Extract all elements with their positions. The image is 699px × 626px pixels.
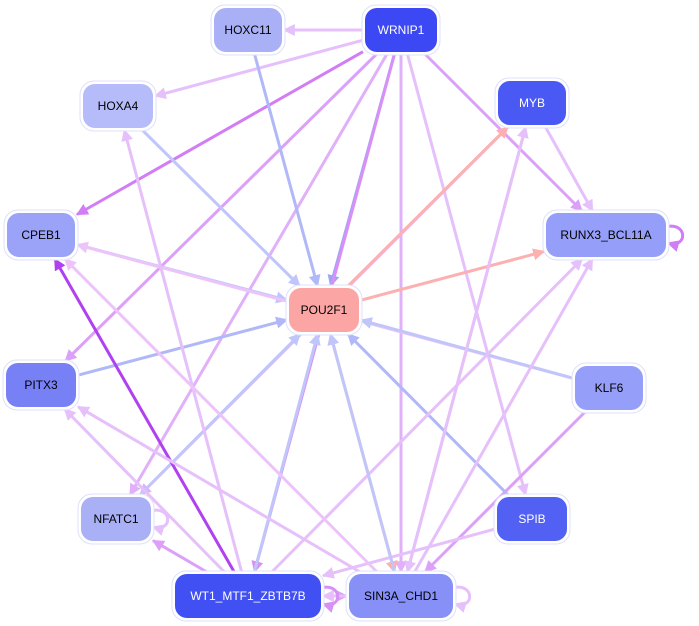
node-wt1-mtf1-zbtb7b[interactable]: WT1_MTF1_ZBTB7B [171,570,325,622]
node-box [81,497,151,541]
node-label: WT1_MTF1_ZBTB7B [190,589,305,603]
edge-sin3a-chd1-to-myb [405,125,529,573]
edge-wt1-mtf1-zbtb7b-to-nfatc1 [151,539,208,574]
node-label: PITX3 [24,378,58,392]
node-pitx3[interactable]: PITX3 [2,359,80,411]
node-box [365,8,437,52]
node-box [498,81,566,125]
node-hoxa4[interactable]: HOXA4 [79,80,157,132]
edge-wrnip1-to-spib [405,53,529,497]
node-pou2f1[interactable]: POU2F1 [285,284,363,336]
edge-nfatc1-to-nfatc1 [149,508,170,536]
node-box [546,213,666,257]
edge-wt1-mtf1-zbtb7b-to-hoxa4 [121,128,244,573]
node-label: SIN3A_CHD1 [364,589,438,603]
edge-sin3a-chd1-to-pou2f1 [327,332,396,573]
node-box [497,497,567,541]
node-box [175,574,321,618]
edge-runx3-bcl11a-to-runx3-bcl11a [664,224,685,252]
node-box [214,8,282,52]
node-label: CPEB1 [21,228,61,242]
node-spib[interactable]: SPIB [493,493,571,545]
node-cpeb1[interactable]: CPEB1 [3,209,79,261]
edge-sin3a-chd1-to-sin3a-chd1 [451,585,472,613]
edge-wt1-mtf1-zbtb7b-to-cpeb1 [53,257,236,573]
edge-wt1-mtf1-zbtb7b-to-wt1-mtf1-zbtb7b [319,585,340,613]
node-box [349,574,453,618]
node-myb[interactable]: MYB [494,77,570,129]
node-nfatc1[interactable]: NFATC1 [77,493,155,545]
node-box [83,84,153,128]
edge-sin3a-chd1-to-cpeb1 [63,257,379,574]
edge-hoxc11-to-pou2f1 [253,53,321,288]
node-box [289,288,359,332]
node-sin3a-chd1[interactable]: SIN3A_CHD1 [345,570,457,622]
node-box [575,366,643,410]
node-label: HOXC11 [224,23,271,37]
node-box [7,213,75,257]
edge-sin3a-chd1-to-runx3-bcl11a [413,257,594,573]
edge-myb-to-runx3-bcl11a [544,126,594,213]
node-label: WRNIP1 [378,23,425,37]
edge-wrnip1-to-cpeb1 [75,50,364,216]
node-label: SPIB [518,512,545,526]
node-label: POU2F1 [301,303,348,317]
edge-pou2f1-to-runx3-bcl11a [360,248,546,302]
node-klf6[interactable]: KLF6 [571,362,647,414]
node-label: NFATC1 [93,512,138,526]
edge-wrnip1-to-nfatc1 [128,53,389,497]
edge-pou2f1-to-myb [347,125,509,288]
node-hoxc11[interactable]: HOXC11 [210,4,286,56]
edge-hoxa4-to-pou2f1 [141,128,301,288]
node-label: HOXA4 [98,99,139,113]
node-label: RUNX3_BCL11A [560,228,651,242]
edge-wt1-mtf1-zbtb7b-to-pou2f1 [252,332,321,573]
edge-sin3a-chd1-to-pitx3 [76,405,361,574]
node-wrnip1[interactable]: WRNIP1 [361,4,441,56]
node-runx3-bcl11a[interactable]: RUNX3_BCL11A [542,209,670,261]
node-box [6,363,76,407]
node-label: KLF6 [595,381,624,395]
node-label: MYB [519,96,545,110]
edge-wt1-mtf1-zbtb7b-to-pitx3 [63,407,226,574]
